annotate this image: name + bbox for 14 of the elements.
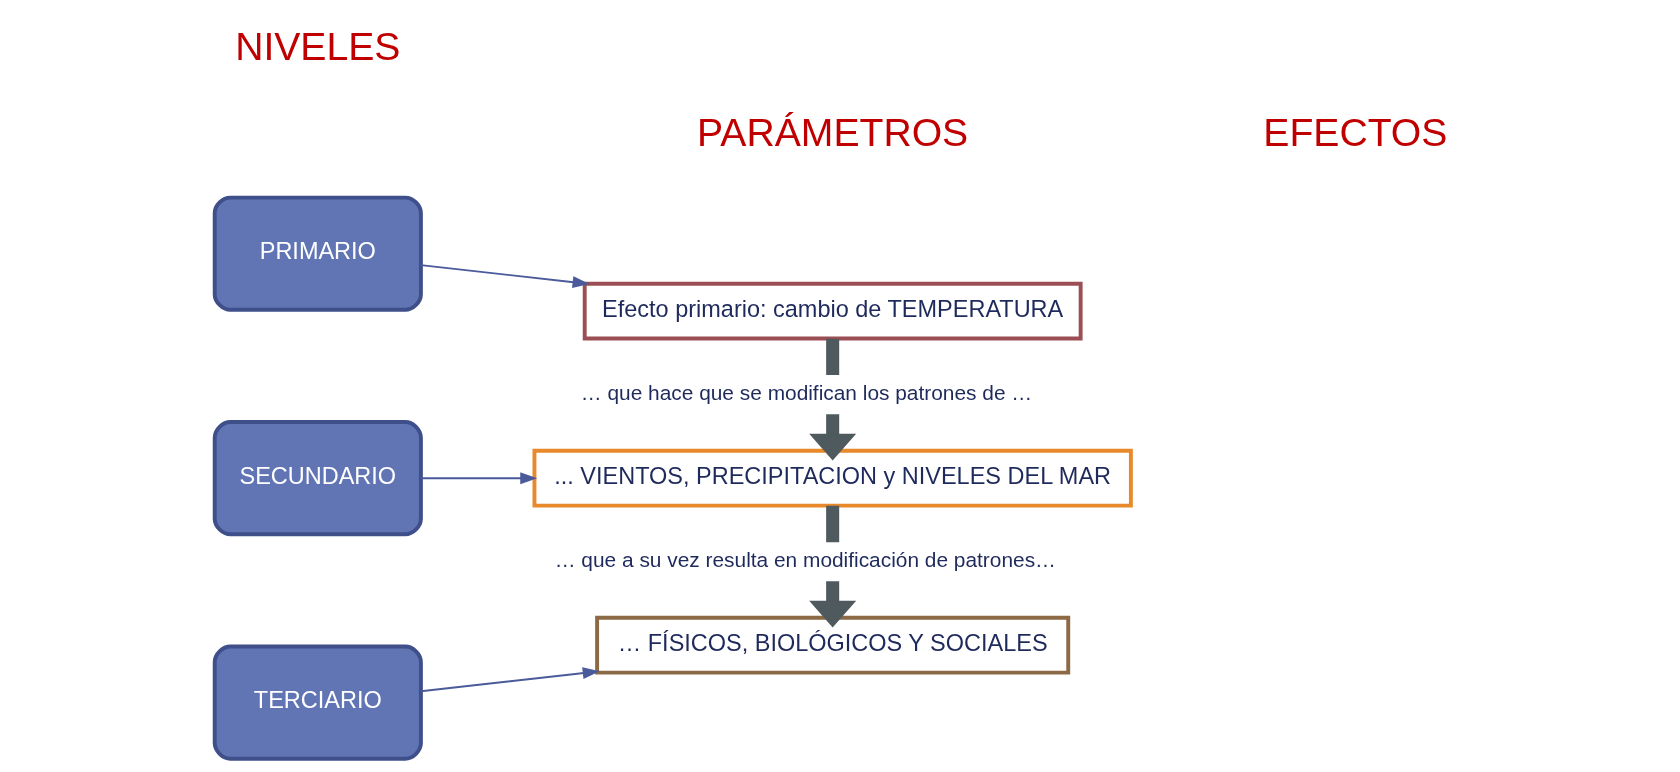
arrow — [419, 666, 600, 692]
node-box: SECUNDARIO — [212, 419, 423, 536]
node-box: PRIMARIO — [212, 195, 423, 312]
arrow — [419, 471, 537, 484]
label: PARÁMETROS — [696, 110, 968, 154]
arrow — [419, 263, 590, 288]
edge-label: … que a su vez resulta en modificación de patrones… — [554, 547, 1056, 571]
edge-label: … que hace que se modifican los patrones de … — [580, 380, 1032, 404]
label: EFECTOS — [1262, 110, 1447, 154]
label: NIVELES — [234, 24, 400, 68]
node-box: ... VIENTOS, PRECIPITACION y NIVELES DEL MAR — [532, 448, 1133, 508]
node-box: TERCIARIO — [212, 644, 423, 761]
node-box: … FÍSICOS, BIOLÓGICOS Y SOCIALES — [594, 615, 1070, 675]
node-box: Efecto primario: cambio de TEMPERATURA — [582, 281, 1083, 340]
